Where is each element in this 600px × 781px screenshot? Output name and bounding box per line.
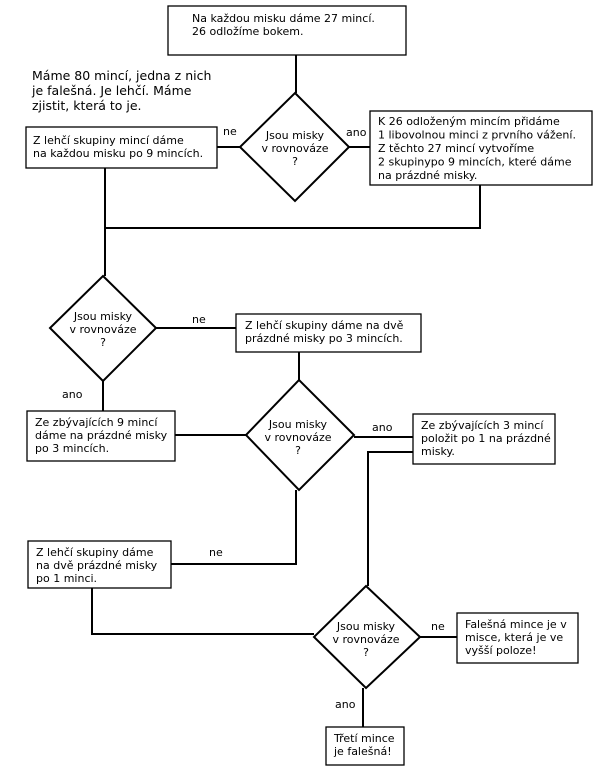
connector-right1-merge <box>105 185 481 229</box>
box-left-3-line: dáme na prázdné misky <box>35 429 168 442</box>
box-right-1-line: 2 skupinypo 9 mincích, které dáme <box>378 156 572 169</box>
box-end-line: Třetí mince <box>333 732 395 745</box>
edge-labels: ne ano ne ano ano ne ne ano <box>62 125 445 711</box>
box-right-4-line: Falešná mince je v <box>465 618 567 631</box>
box-right-1-line: 1 libovolnou minci z prvního vážení. <box>378 129 576 142</box>
box-left-1-line: Z lehčí skupiny mincí dáme <box>33 134 184 147</box>
intro-line: je falešná. Je lehčí. Máme <box>31 83 192 98</box>
box-left-4-line: na dvě prázdné misky <box>36 559 158 572</box>
decision-4-line: Jsou misky <box>336 620 396 633</box>
edge-label-yes: ano <box>372 421 393 434</box>
box-right-4-line: vyšší poloze! <box>465 644 536 657</box>
box-right-1-line: Z těchto 27 mincí vytvoříme <box>378 142 534 155</box>
edge-label-no: ne <box>431 620 445 633</box>
intro-line: Máme 80 mincí, jedna z nich <box>32 68 211 83</box>
connector-left4-to-decision4 <box>91 588 314 635</box>
decision-3-line: ? <box>295 444 301 457</box>
connector-decision3-to-left4 <box>171 490 297 565</box>
svg-text:Na každou misku dáme 27 mincí.: Na každou misku dáme 27 mincí.26 odložím… <box>192 12 375 38</box>
box-mid-2-line: prázdné misky po 3 mincích. <box>245 332 403 345</box>
box-right-3-line: misky. <box>421 445 455 458</box>
edge-label-yes: ano <box>62 388 83 401</box>
decision-1-line: v rovnováze <box>261 142 328 155</box>
box-right-4-line: misce, která je ve <box>465 631 563 644</box>
edge-label-yes: ano <box>346 126 367 139</box>
decision-1-line: Jsou misky <box>265 129 325 142</box>
start-box: Na každou misku dáme 27 mincí.26 odložím… <box>167 5 407 56</box>
box-left-4-line: po 1 minci. <box>36 572 97 585</box>
decision-4-line: ? <box>363 646 369 659</box>
decision-2-line: v rovnováze <box>69 323 136 336</box>
box-left-1-line: na každou misku po 9 mincích. <box>33 147 203 160</box>
connectors <box>91 55 481 727</box>
edge-label-no: ne <box>192 313 206 326</box>
box-right-1-line: na prázdné misky. <box>378 169 477 182</box>
start-box-line: Na každou misku dáme 27 mincí. <box>192 12 375 25</box>
box-left-3-line: po 3 mincích. <box>35 442 109 455</box>
box-left-4-line: Z lehčí skupiny dáme <box>36 546 154 559</box>
box-end-line: je falešná! <box>333 745 392 758</box>
box-right-3-line: položit po 1 na prázdné <box>421 432 551 445</box>
edge-label-yes: ano <box>335 698 356 711</box>
start-box-line: 26 odložíme bokem. <box>192 25 303 38</box>
box-right-3-line: Ze zbývajících 3 mincí <box>421 419 544 432</box>
decision-3-line: Jsou misky <box>268 418 328 431</box>
connector-right3-to-decision4 <box>367 451 413 586</box>
decision-1-line: ? <box>292 155 298 168</box>
edge-label-no: ne <box>223 125 237 138</box>
box-right-1-line: K 26 odloženým mincím přidáme <box>378 115 560 128</box>
edge-label-no: ne <box>209 546 223 559</box>
box-mid-2-line: Z lehčí skupiny dáme na dvě <box>245 319 404 332</box>
decision-4-line: v rovnováze <box>332 633 399 646</box>
decision-2-line: Jsou misky <box>73 310 133 323</box>
decision-2-line: ? <box>100 336 106 349</box>
decision-3-line: v rovnováze <box>264 431 331 444</box>
box-left-3-line: Ze zbývajících 9 mincí <box>35 416 158 429</box>
intro-line: zjistit, která to je. <box>32 98 142 113</box>
